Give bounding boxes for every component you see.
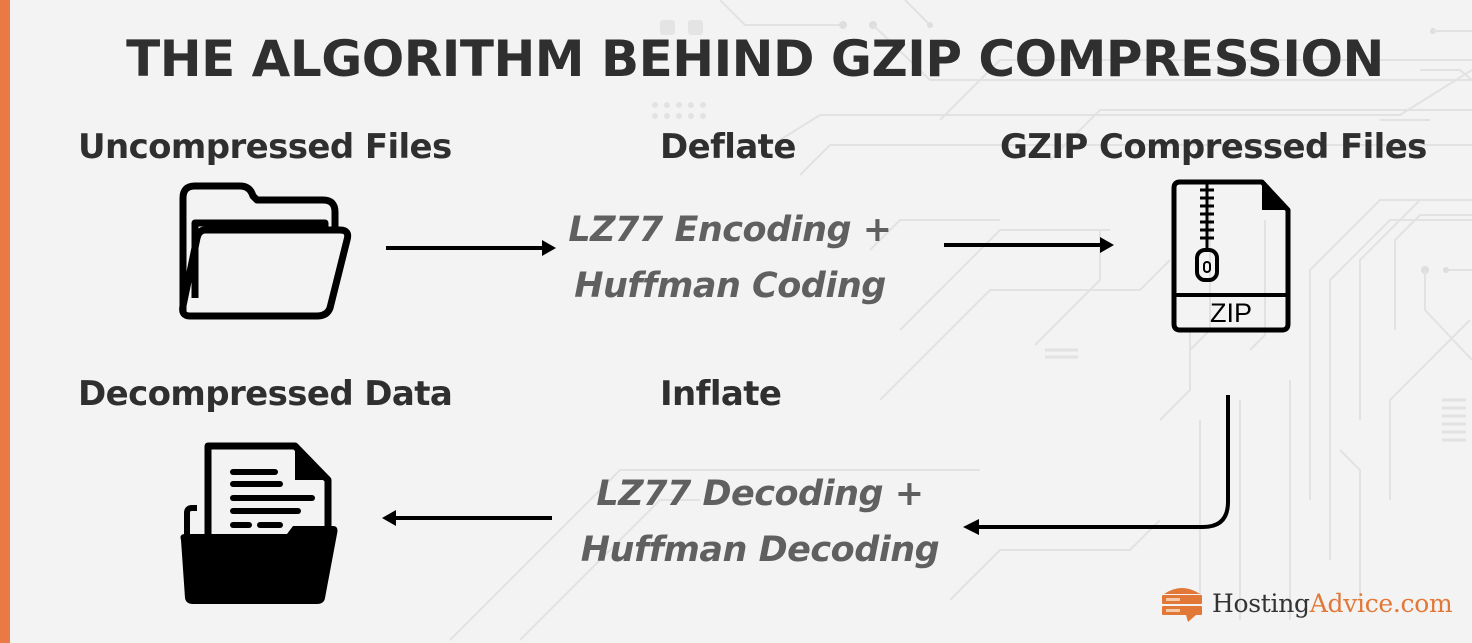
inflate-step-lz77: LZ77 Decoding + bbox=[596, 474, 924, 514]
return-arrow bbox=[963, 395, 1230, 535]
open-folder-icon bbox=[179, 182, 352, 320]
document-in-folder-icon bbox=[180, 442, 338, 604]
brand-name: HostingAdvice.com bbox=[1212, 588, 1453, 618]
left-accent-bar bbox=[0, 0, 10, 643]
decompressed-data-label: Decompressed Data bbox=[78, 374, 453, 414]
deflate-steps: LZ77 Encoding + Huffman Coding bbox=[560, 202, 900, 314]
inflate-step-huffman: Huffman Decoding bbox=[580, 530, 940, 570]
deflate-step-lz77: LZ77 Encoding + bbox=[568, 210, 892, 250]
hostingadvice-logo[interactable]: HostingAdvice.com bbox=[1160, 584, 1453, 622]
zip-file-icon: ZIP bbox=[1171, 179, 1291, 333]
zip-icon-text: ZIP bbox=[1210, 298, 1252, 328]
deflate-step-huffman: Huffman Coding bbox=[574, 266, 886, 306]
inflate-steps: LZ77 Decoding + Huffman Decoding bbox=[560, 466, 960, 578]
inflate-label: Inflate bbox=[660, 374, 782, 414]
page-title: THE ALGORITHM BEHIND GZIP COMPRESSION bbox=[126, 30, 1384, 88]
arrow-right-2 bbox=[944, 237, 1114, 253]
deflate-label: Deflate bbox=[660, 127, 796, 167]
server-chat-icon bbox=[1162, 588, 1202, 622]
uncompressed-files-label: Uncompressed Files bbox=[78, 127, 452, 167]
brand-name-advice: Advice.com bbox=[1309, 588, 1453, 618]
gzip-compressed-files-label: GZIP Compressed Files bbox=[1000, 127, 1427, 167]
brand-name-hosting: Hosting bbox=[1212, 588, 1310, 618]
arrow-left bbox=[382, 510, 552, 526]
arrow-right-1 bbox=[386, 240, 556, 256]
